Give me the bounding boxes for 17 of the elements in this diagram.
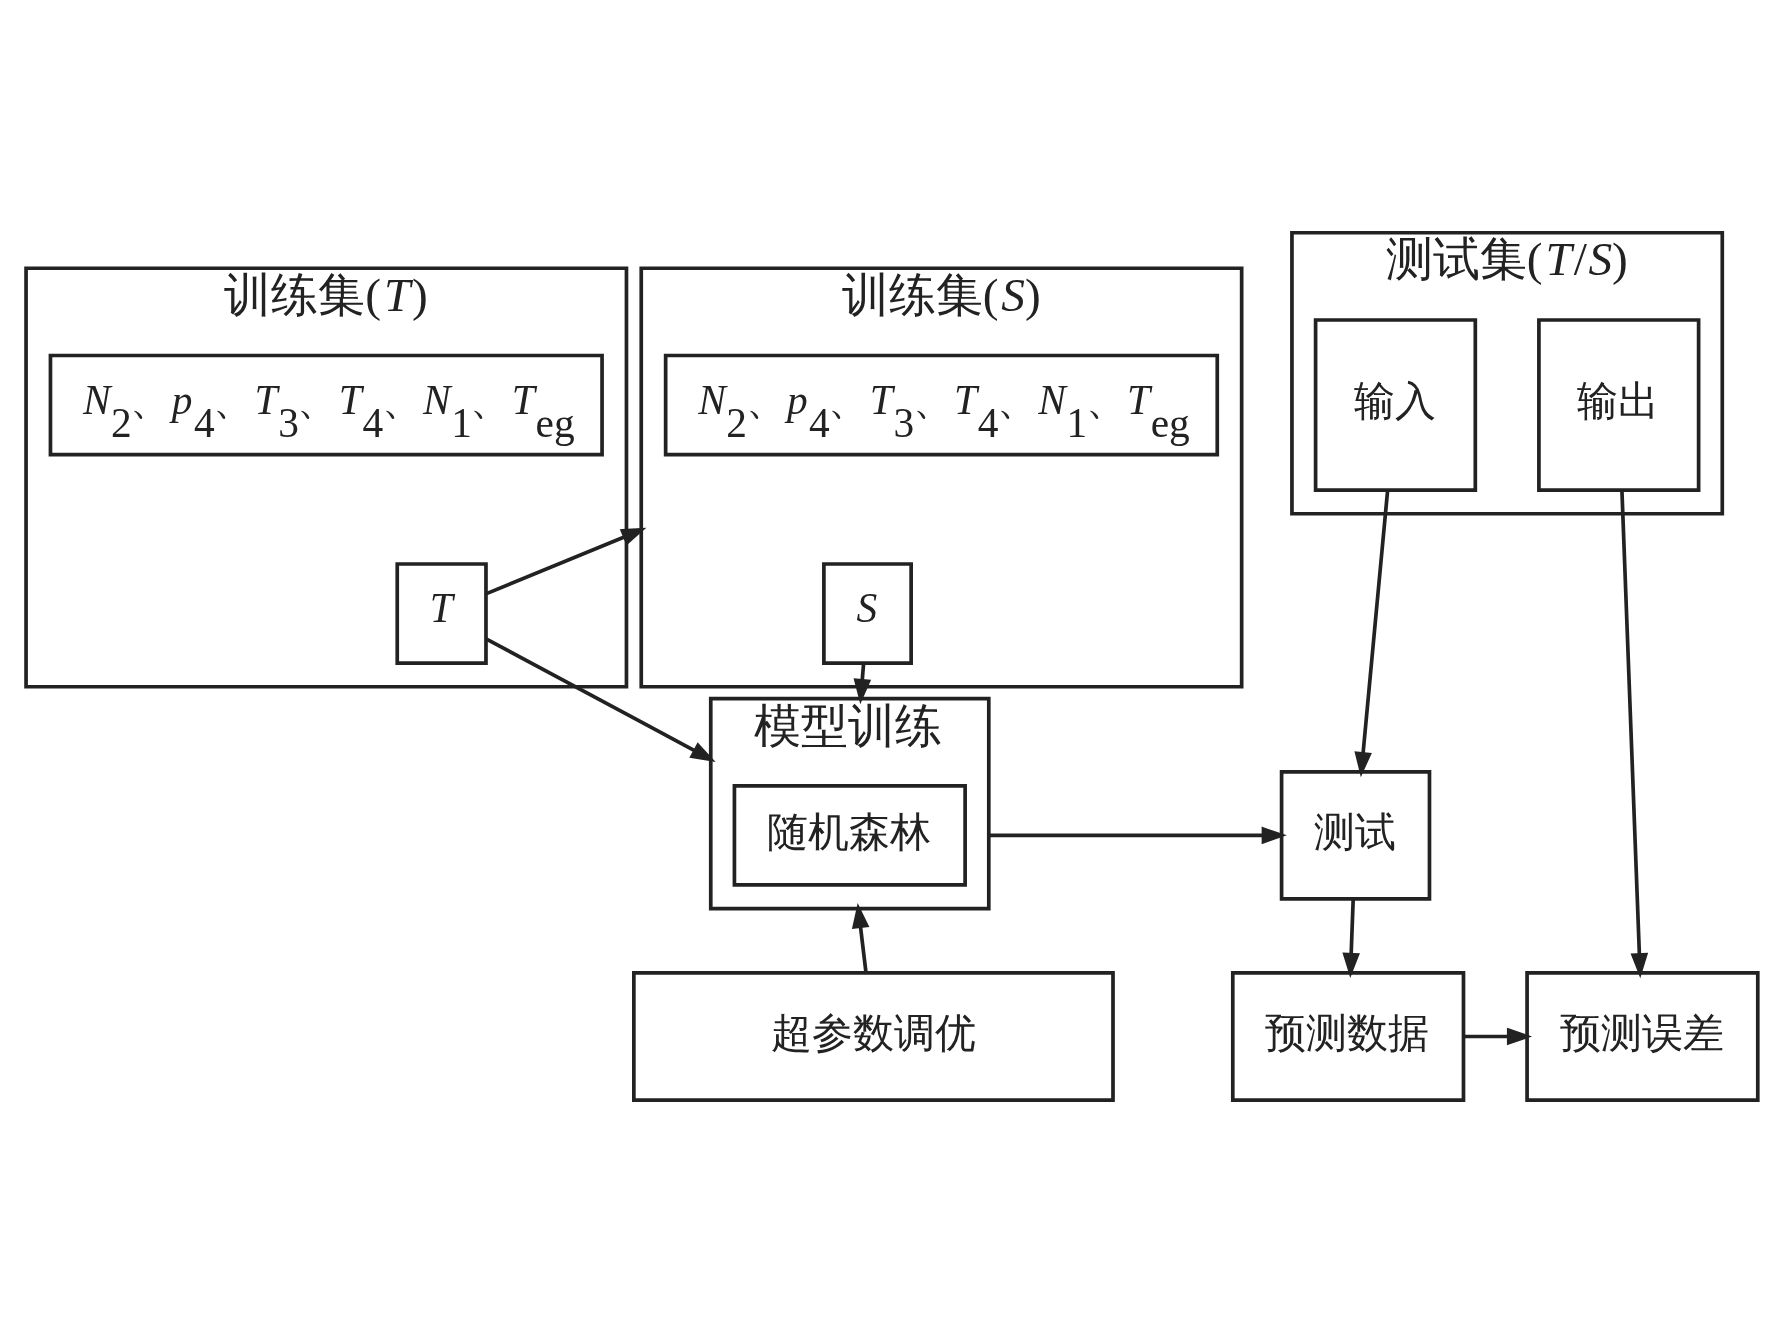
- node-box: 预测误差: [1525, 971, 1760, 1102]
- arrow: [485, 637, 716, 762]
- node-box: 预测数据: [1230, 971, 1466, 1102]
- node-box: T: [395, 562, 488, 665]
- arrow: [851, 903, 870, 973]
- node-box: 测试: [1279, 769, 1432, 901]
- arrow: [485, 527, 647, 596]
- node-box: 随机森林: [732, 784, 967, 887]
- node-box: 输出: [1537, 318, 1701, 492]
- arrow: [1354, 490, 1390, 778]
- arrow: [988, 826, 1287, 845]
- arrow: [1620, 490, 1649, 979]
- node-box: 输入: [1313, 318, 1478, 492]
- node-box: 超参数调优: [632, 971, 1115, 1102]
- arrow: [1342, 898, 1360, 978]
- node-box: S: [822, 562, 913, 665]
- arrow: [1463, 1027, 1533, 1046]
